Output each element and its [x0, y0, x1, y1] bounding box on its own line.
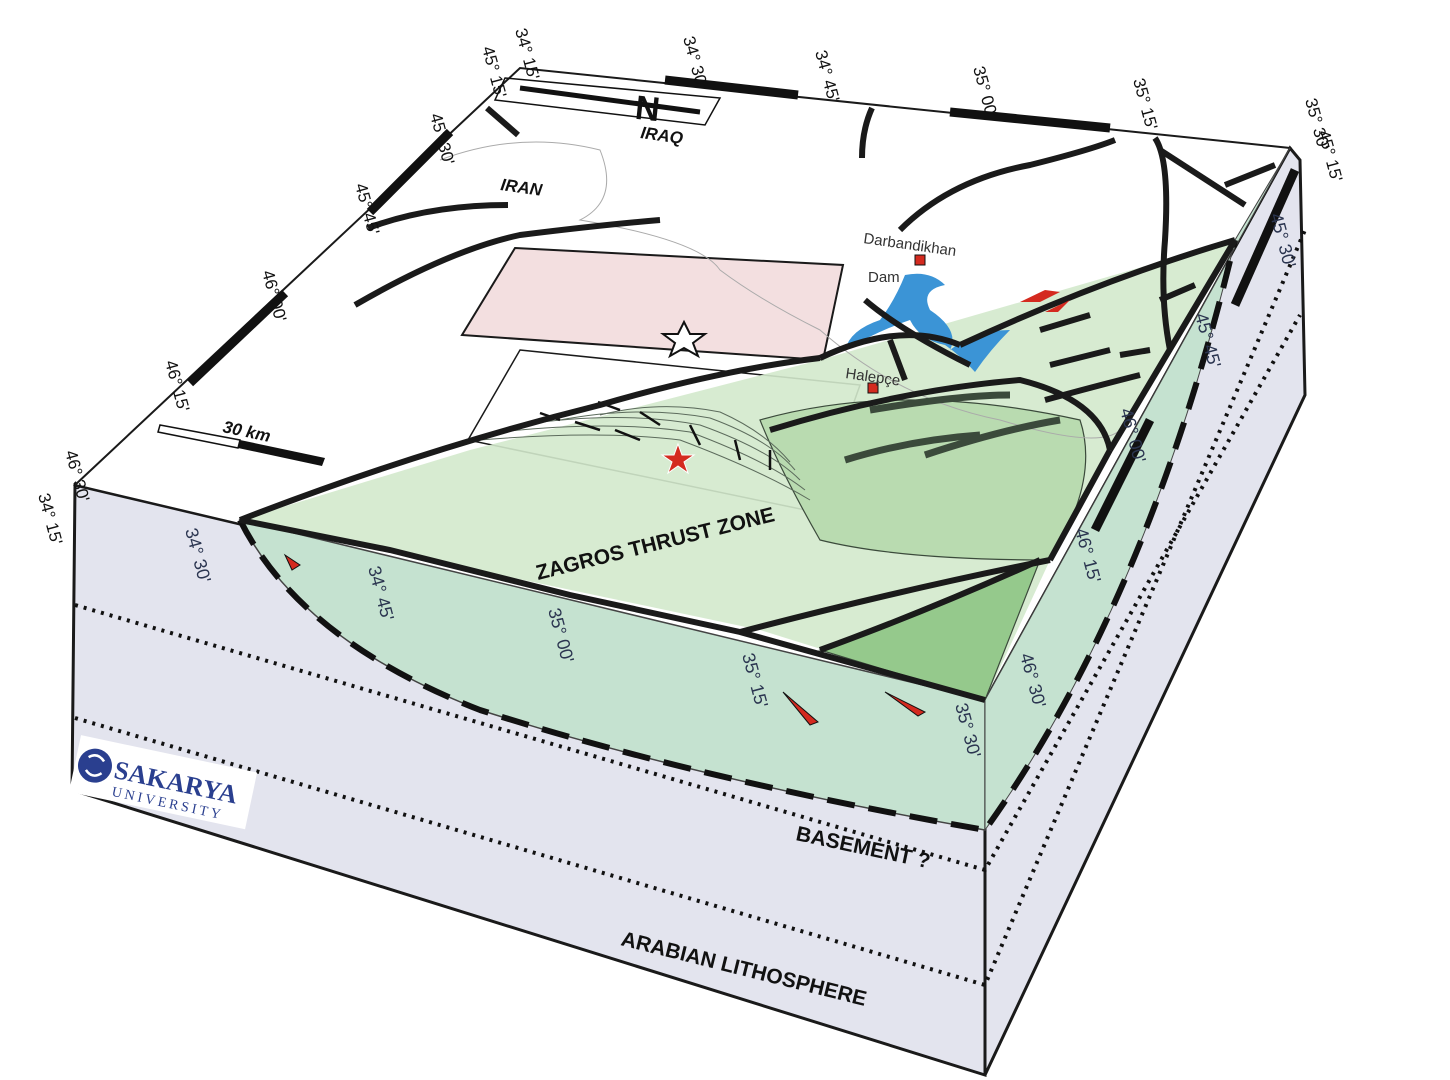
epicenter-star-icon: [660, 442, 696, 475]
thrust-base-dashed: [237, 239, 1238, 834]
north-arrow: N: [493, 77, 722, 128]
strike-slip-arrow-icon: [1045, 300, 1070, 312]
mainshock-star-icon: [660, 319, 708, 359]
tick-label: 34° 15': [34, 491, 66, 547]
graticule-bars: [186, 75, 1300, 533]
lithosphere-boundary: [74, 229, 1307, 988]
strike-slip-arrow-icon: [1020, 290, 1060, 302]
deformation-contours: [479, 406, 811, 501]
faults: [238, 105, 1277, 703]
tick-label: 34° 45': [811, 48, 843, 104]
thrust-arrow-icon: [283, 553, 301, 571]
darbandikhan-marker: [914, 254, 926, 266]
north-label: N: [633, 88, 661, 128]
basement-boundary: [74, 314, 1302, 873]
thrust-arrow-icon: [782, 691, 819, 726]
international-border: [439, 141, 1121, 439]
halepce-marker: [867, 382, 879, 394]
tick-label: 45° 15': [478, 44, 510, 100]
tick-label: 35° 15': [1129, 76, 1161, 132]
tick-label: 45° 15': [1314, 128, 1346, 184]
darbandikhan-lake: [845, 273, 1010, 372]
label-dam: Dam: [868, 269, 900, 286]
thrust-arrow-icon: [884, 691, 927, 717]
